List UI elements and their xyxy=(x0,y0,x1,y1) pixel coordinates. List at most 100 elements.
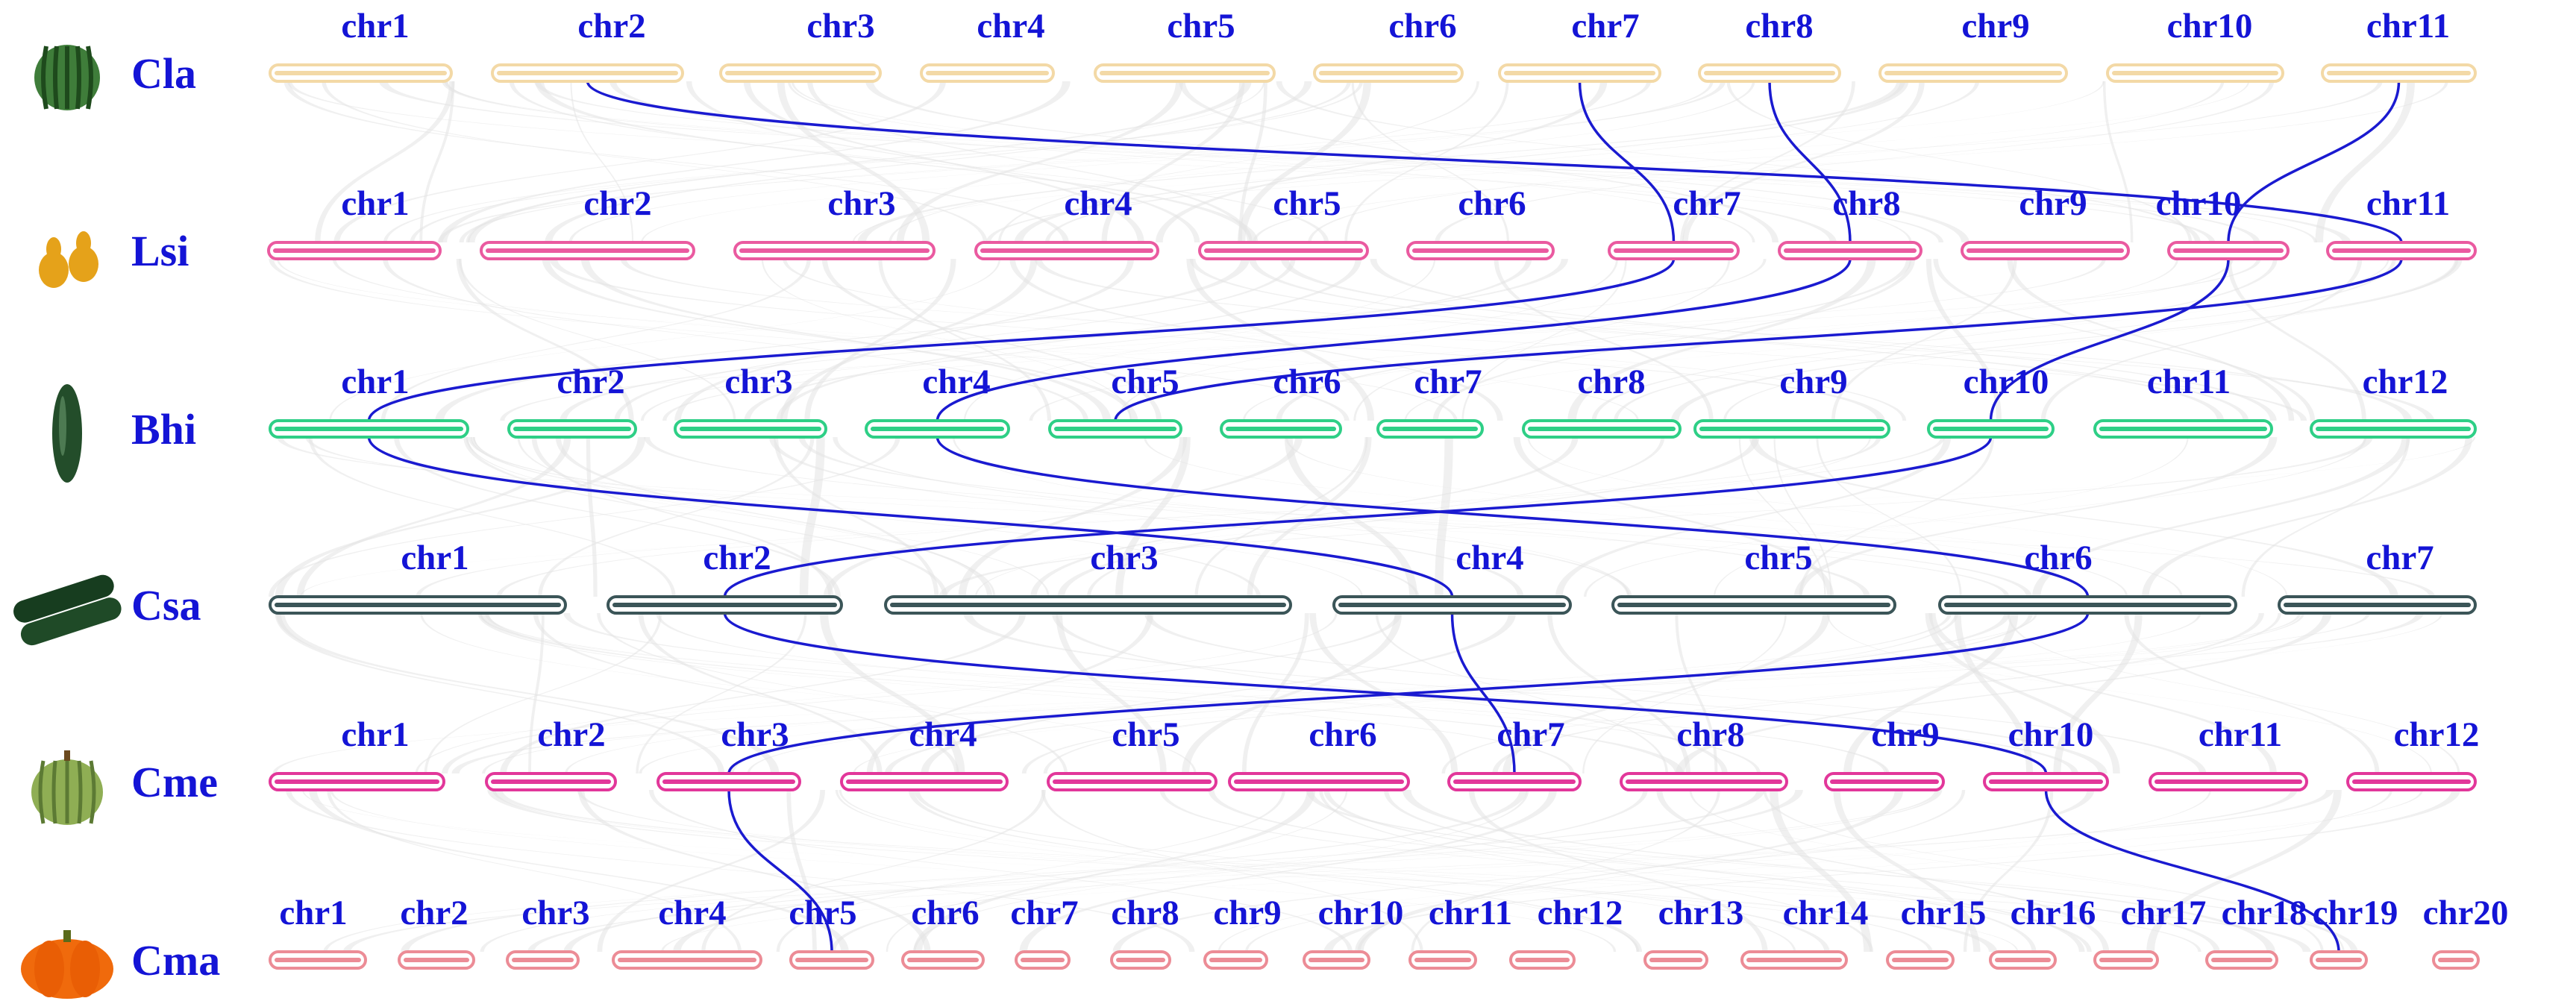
chromosome-cma-chr8 xyxy=(1110,950,1171,970)
highlight-link xyxy=(1450,612,1516,774)
background-link xyxy=(787,81,1755,242)
chromosome-csa-chr5 xyxy=(1611,595,1896,615)
chromosome-label: chr17 xyxy=(2121,894,2207,932)
highlight-link xyxy=(727,789,833,953)
background-link xyxy=(776,790,1285,952)
background-link xyxy=(419,81,455,242)
highlight-link xyxy=(1114,258,2403,421)
background-link xyxy=(309,790,849,952)
background-link xyxy=(570,81,634,242)
chromosome-csa-chr6 xyxy=(1938,595,2237,615)
chromosome-cma-chr6 xyxy=(901,950,985,970)
chromosome-cla-chr10 xyxy=(2106,63,2284,83)
chromosome-label: chr9 xyxy=(1213,894,1281,932)
background-link xyxy=(1614,259,2396,421)
background-link xyxy=(799,437,825,597)
background-link xyxy=(620,259,2307,421)
background-link xyxy=(468,437,1420,597)
background-link xyxy=(1502,613,1831,774)
background-link xyxy=(1723,259,2459,421)
background-link xyxy=(835,790,1640,952)
highlighted-synteny-links xyxy=(367,81,2403,953)
background-link xyxy=(578,790,931,952)
background-link xyxy=(466,437,1050,597)
background-link xyxy=(549,259,1885,421)
background-link xyxy=(1182,613,1403,774)
background-link xyxy=(1353,259,1731,421)
background-link xyxy=(1689,790,2345,952)
background-link xyxy=(1043,613,1959,774)
background-link xyxy=(639,613,2304,774)
background-link xyxy=(2007,259,2295,421)
background-link xyxy=(560,259,1568,421)
chromosome-label: chr11 xyxy=(2366,184,2450,223)
background-link xyxy=(580,259,1112,421)
background-link xyxy=(379,81,2351,242)
chromosome-label: chr10 xyxy=(2167,7,2253,46)
background-link xyxy=(1527,437,2288,597)
background-link xyxy=(1323,790,2460,952)
chromosome-cma-chr11 xyxy=(1408,950,1477,970)
background-link xyxy=(896,81,1183,242)
chromosome-label: chr8 xyxy=(1111,894,1179,932)
chromosome-cma-chr10 xyxy=(1303,950,1370,970)
background-link xyxy=(1963,790,2054,952)
background-link xyxy=(1831,259,2017,421)
background-link xyxy=(938,437,2373,597)
background-link xyxy=(952,437,1630,597)
background-link xyxy=(908,790,1642,952)
species-label-cme: Cme xyxy=(131,758,218,806)
background-link xyxy=(886,790,1348,952)
background-link xyxy=(545,81,1312,242)
background-link xyxy=(777,81,930,242)
background-link xyxy=(1009,259,1503,421)
background-link xyxy=(1799,437,1995,597)
chromosome-label: chr3 xyxy=(827,184,895,223)
chromosome-cma-chr17 xyxy=(2093,950,2159,970)
highlight-link xyxy=(367,436,1454,597)
chromosome-bhi-chr10 xyxy=(1927,419,2055,439)
background-link xyxy=(1468,790,1768,952)
chromosome-label: chr11 xyxy=(2199,715,2282,754)
background-link xyxy=(329,259,1001,421)
background-link xyxy=(747,613,2201,774)
chromosome-bhi-chr6 xyxy=(1220,419,1342,439)
background-link xyxy=(542,259,1138,421)
background-link xyxy=(1492,613,2264,774)
highlight-link xyxy=(1989,258,2230,421)
chromosome-label: chr7 xyxy=(1010,894,1078,932)
background-link xyxy=(913,790,1529,952)
background-link xyxy=(964,259,1436,421)
background-link xyxy=(2241,437,2410,597)
background-link xyxy=(1928,613,2277,774)
chromosome-csa-chr1 xyxy=(269,595,567,615)
chromosome-lsi-chr3 xyxy=(733,241,936,260)
background-link xyxy=(485,613,1888,774)
chromosome-cma-chr19 xyxy=(2310,950,2368,970)
chromosome-cme-chr9 xyxy=(1824,772,1945,791)
background-link xyxy=(1029,259,2234,421)
background-link xyxy=(674,259,1134,421)
background-link xyxy=(1793,437,2278,597)
chromosome-label: chr7 xyxy=(2366,539,2434,577)
chromosome-label: chr18 xyxy=(2222,894,2307,932)
background-link xyxy=(2040,259,2363,421)
background-link xyxy=(332,259,1458,421)
background-link xyxy=(479,613,1890,774)
background-link xyxy=(467,81,1265,242)
species-label-lsi: Lsi xyxy=(131,227,189,275)
background-link xyxy=(1056,613,1167,774)
chromosome-cla-chr7 xyxy=(1498,63,1661,83)
background-link xyxy=(394,437,842,597)
background-link xyxy=(975,437,1871,597)
chromosome-label: chr5 xyxy=(789,894,856,932)
background-link xyxy=(823,437,1303,597)
background-link xyxy=(416,437,1946,597)
chromosome-label: chr8 xyxy=(1676,715,1744,754)
background-link xyxy=(1555,437,1952,597)
chromosome-cme-chr2 xyxy=(485,772,617,791)
highlight-link xyxy=(727,612,2090,774)
chromosome-label: chr1 xyxy=(401,539,468,577)
